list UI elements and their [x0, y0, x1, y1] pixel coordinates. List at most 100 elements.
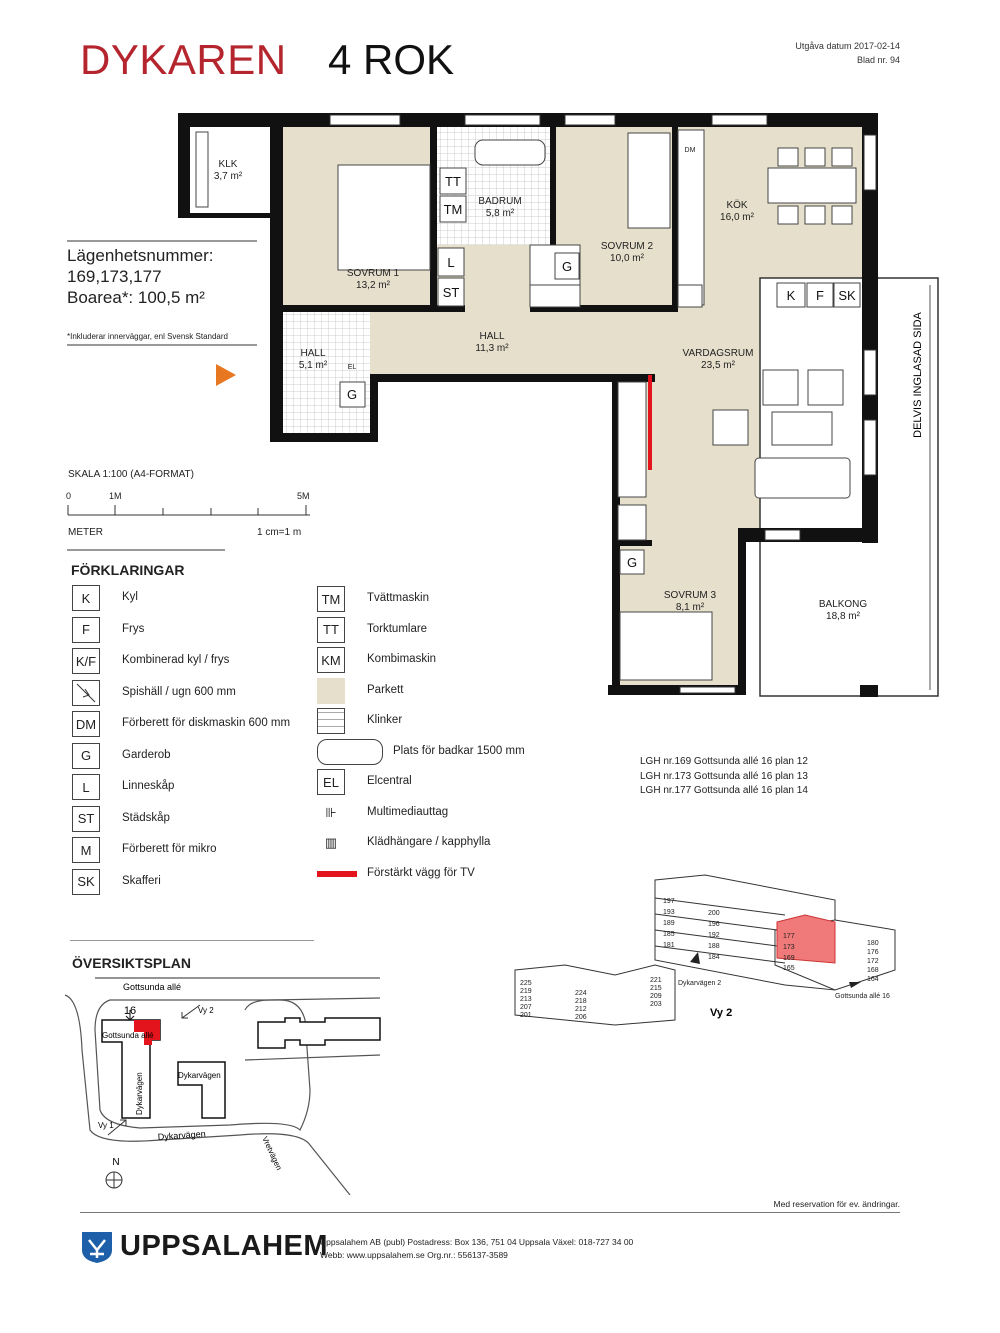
room-name: KLK — [219, 159, 238, 170]
apartment-number-label: Lägenhetsnummer: — [67, 246, 214, 265]
apartment-number: 173 — [783, 944, 795, 951]
room-area: 23,5 m² — [701, 360, 736, 371]
legend-symbol: ▥ — [317, 830, 345, 856]
washing-machine-label: TM — [444, 202, 463, 217]
divider — [67, 344, 257, 346]
uppsalahem-logo-icon — [82, 1232, 112, 1263]
living-area: Boarea*: 100,5 m² — [67, 288, 205, 307]
apartment-number: 213 — [520, 996, 532, 1003]
legend-title: FÖRKLARINGAR — [71, 562, 185, 578]
company-address: Uppsalahem AB (publ) Postadress: Box 136… — [320, 1237, 634, 1247]
apartment-number: 177 — [783, 933, 795, 940]
apartment-number: 209 — [650, 993, 662, 1000]
dishwasher-label: DM — [685, 147, 696, 154]
building-label: Dykarvägen — [178, 1071, 221, 1080]
view-arrow-icon — [107, 1119, 127, 1136]
floor-plan: TT TM L ST G G G K F SK DM EL KLK 3,7 m²… — [67, 113, 939, 697]
entrance-arrow-icon — [125, 1010, 135, 1021]
legend-label: Förberett för diskmaskin 600 mm — [122, 717, 291, 729]
apartment-number: 184 — [708, 954, 720, 961]
company-web: Webb: www.uppsalahem.se Org.nr.: 556137-… — [320, 1250, 508, 1260]
legend-label: Kyl — [122, 591, 138, 603]
scale-title: SKALA 1:100 (A4-FORMAT) — [68, 469, 194, 480]
legend-symbol: F — [72, 616, 100, 643]
pantry-label: SK — [838, 288, 856, 303]
legend-label: Städskåp — [122, 811, 170, 824]
divider — [67, 240, 257, 242]
apartment-number: 189 — [663, 920, 675, 927]
view-label: Vy 2 — [198, 1006, 214, 1015]
cleaning-closet-label: ST — [443, 285, 460, 300]
tumble-dryer-label: TT — [445, 174, 461, 189]
apartment-number: 203 — [650, 1001, 662, 1008]
highlighted-apartment — [134, 1020, 160, 1045]
legend-symbol — [317, 870, 357, 877]
scale-unit: METER — [68, 527, 103, 538]
divider — [80, 1212, 900, 1213]
legend-label: Elcentral — [367, 775, 412, 787]
apartment-address-list: LGH nr.169 Gottsunda allé 16 plan 12 LGH… — [640, 755, 808, 799]
divider — [67, 549, 225, 551]
legend-symbol: ST — [72, 805, 100, 832]
legend-label: Plats för badkar 1500 mm — [393, 744, 525, 757]
apartment-number: 180 — [867, 940, 879, 947]
apartment-number: 218 — [575, 998, 587, 1005]
apartment-number: 201 — [520, 1012, 532, 1019]
room-area: 10,0 m² — [610, 253, 645, 264]
legend-symbol — [317, 708, 345, 734]
legend-label: Klädhängare / kapphylla — [367, 836, 491, 848]
legend-symbol: ⊪ — [317, 799, 345, 826]
apartment-number: 188 — [708, 943, 720, 950]
apartment-numbers: 169,173,177 — [67, 267, 162, 286]
apartment-number: 212 — [575, 1006, 587, 1013]
entrance-number: 16 — [124, 1005, 136, 1017]
legend-symbol: K/F — [72, 648, 100, 674]
legend-label: Kombinerad kyl / frys — [122, 654, 230, 666]
overview-title: ÖVERSIKTSPLAN — [72, 955, 192, 971]
legend-label: Tvättmaskin — [367, 592, 429, 604]
view-arrow-icon — [181, 1004, 201, 1019]
address-line: LGH nr.169 Gottsunda allé 16 plan 12 — [640, 756, 808, 767]
apartment-number: 219 — [520, 988, 532, 995]
legend-label: Spishäll / ugn 600 mm — [122, 685, 236, 698]
site-plan: Gottsunda allé 16 Vy 2 Vy 1 Gottsunda al… — [64, 977, 381, 1195]
room-area: 3,7 m² — [214, 171, 243, 182]
entrance-label: Gottsunda allé 16 — [835, 993, 890, 1000]
building-neighbour — [257, 1017, 381, 1049]
apartment-number: 224 — [575, 990, 587, 997]
legend-label: Kombimaskin — [367, 653, 437, 665]
room-name: HALL — [300, 348, 325, 359]
address-line: LGH nr.177 Gottsunda allé 16 plan 14 — [640, 785, 808, 796]
room-name: KÖK — [726, 199, 747, 211]
area-footnote: *Inkluderar innerväggar, enl Svensk Stan… — [67, 332, 228, 341]
street-label: Gottsunda allé — [123, 982, 181, 992]
scale-one: 1M — [109, 491, 122, 501]
apartment-number: 172 — [867, 958, 879, 965]
issue-date: Utgåva datum 2017-02-14 — [795, 41, 900, 51]
street-label: Vretvägen — [260, 1135, 283, 1172]
apartment-number: 192 — [708, 932, 720, 939]
apartment-number: 221 — [650, 977, 662, 984]
legend-label: Multimediauttag — [367, 805, 449, 818]
room-name: VARDAGSRUM — [683, 348, 754, 359]
legend-symbol — [72, 679, 100, 706]
legend-label: Linneskåp — [122, 780, 175, 792]
wardrobe-label: G — [627, 555, 637, 570]
building-dykarvagen — [177, 1061, 226, 1119]
room-area: 18,8 m² — [826, 611, 861, 622]
wardrobe-label: G — [347, 387, 357, 402]
legend-label: Förberett för mikro — [122, 843, 217, 855]
street-label: Dykarvägen — [157, 1129, 206, 1142]
room-name: SOVRUM 2 — [601, 241, 654, 252]
room-area: 11,3 m² — [475, 343, 509, 354]
legend-symbol: TT — [317, 616, 345, 643]
building-label: Gottsunda allé — [102, 1031, 154, 1040]
reservation-note: Med reservation för ev. ändringar. — [773, 1199, 900, 1209]
apartment-number: 225 — [520, 980, 532, 987]
apartment-number: 196 — [708, 921, 720, 928]
legend-label: Torktumlare — [367, 622, 428, 635]
apartment-number: 206 — [575, 1014, 587, 1021]
room-name: HALL — [479, 331, 504, 342]
brand-name: UPPSALAHEM — [120, 1230, 329, 1262]
legend-label: Klinker — [367, 714, 403, 726]
